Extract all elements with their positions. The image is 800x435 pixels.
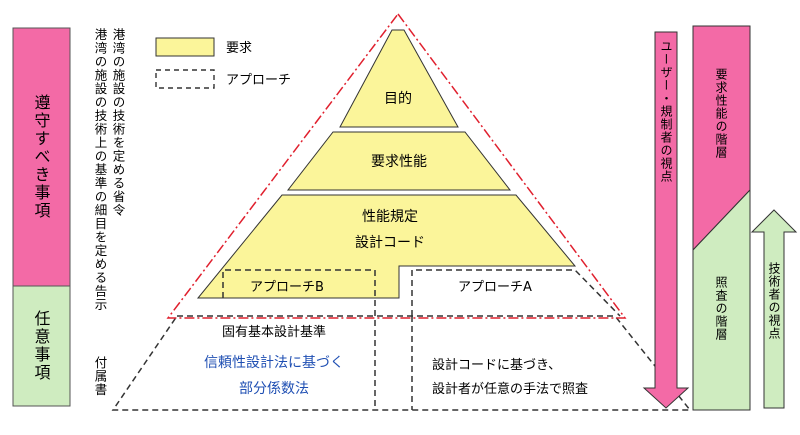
optional-label: 任意事項 [32, 310, 51, 382]
code-based-label: 設計コードに基づき、 [432, 357, 561, 373]
design-code-label: 設計コード [355, 235, 425, 251]
engineer-view-arrow [750, 209, 798, 409]
partial-factor-label: 部分係数法 [239, 381, 309, 397]
legend-requirement-label: 要求 [226, 41, 252, 56]
approach-b-outline [222, 269, 376, 410]
user-view-arrow [642, 31, 690, 409]
user-view-label: ユーザー・規制者の視点 [659, 40, 673, 183]
verification-hierarchy-band [692, 188, 751, 411]
engineer-view-label: 技術者の視点 [767, 262, 781, 340]
verification-hierarchy-label: 照査の階層 [714, 276, 728, 341]
notice-text: 港湾の施設の技術上の基準の細目を定める告示 [93, 28, 108, 312]
legend-approach-label: アプローチ [226, 73, 291, 88]
designer-verify-label: 設計者が任意の手法で照査 [432, 381, 588, 397]
optional-bar [12, 285, 71, 407]
requirement-hierarchy-label: 要求性能の階層 [714, 68, 728, 159]
purpose-label: 目的 [384, 91, 412, 107]
red-scope-outline [166, 12, 627, 319]
mandatory-label: 遵守すべき事項 [32, 93, 51, 220]
reliability-label: 信頼性設計法に基づく [204, 354, 344, 371]
perf-spec-label: 性能規定 [362, 209, 418, 225]
mandatory-bar [12, 27, 71, 287]
appendix-text: 付属書 [93, 356, 108, 397]
tier-performance [286, 131, 512, 191]
approach-b-label: アプローチB [250, 280, 324, 295]
approach-a-label: アプローチA [458, 280, 532, 295]
performance-label: 要求性能 [371, 154, 427, 170]
ordinance-text: 港湾の施設の技術を定める省令 [111, 28, 126, 217]
approach-a-outline [411, 269, 621, 317]
basic-standard-label: 固有基本設計基準 [222, 324, 326, 340]
legend-requirement-swatch [155, 37, 215, 57]
legend-approach-swatch [155, 69, 215, 89]
tier-performance-spec [196, 194, 577, 299]
outer-approach-outline [111, 315, 692, 411]
tier-purpose [339, 29, 459, 128]
